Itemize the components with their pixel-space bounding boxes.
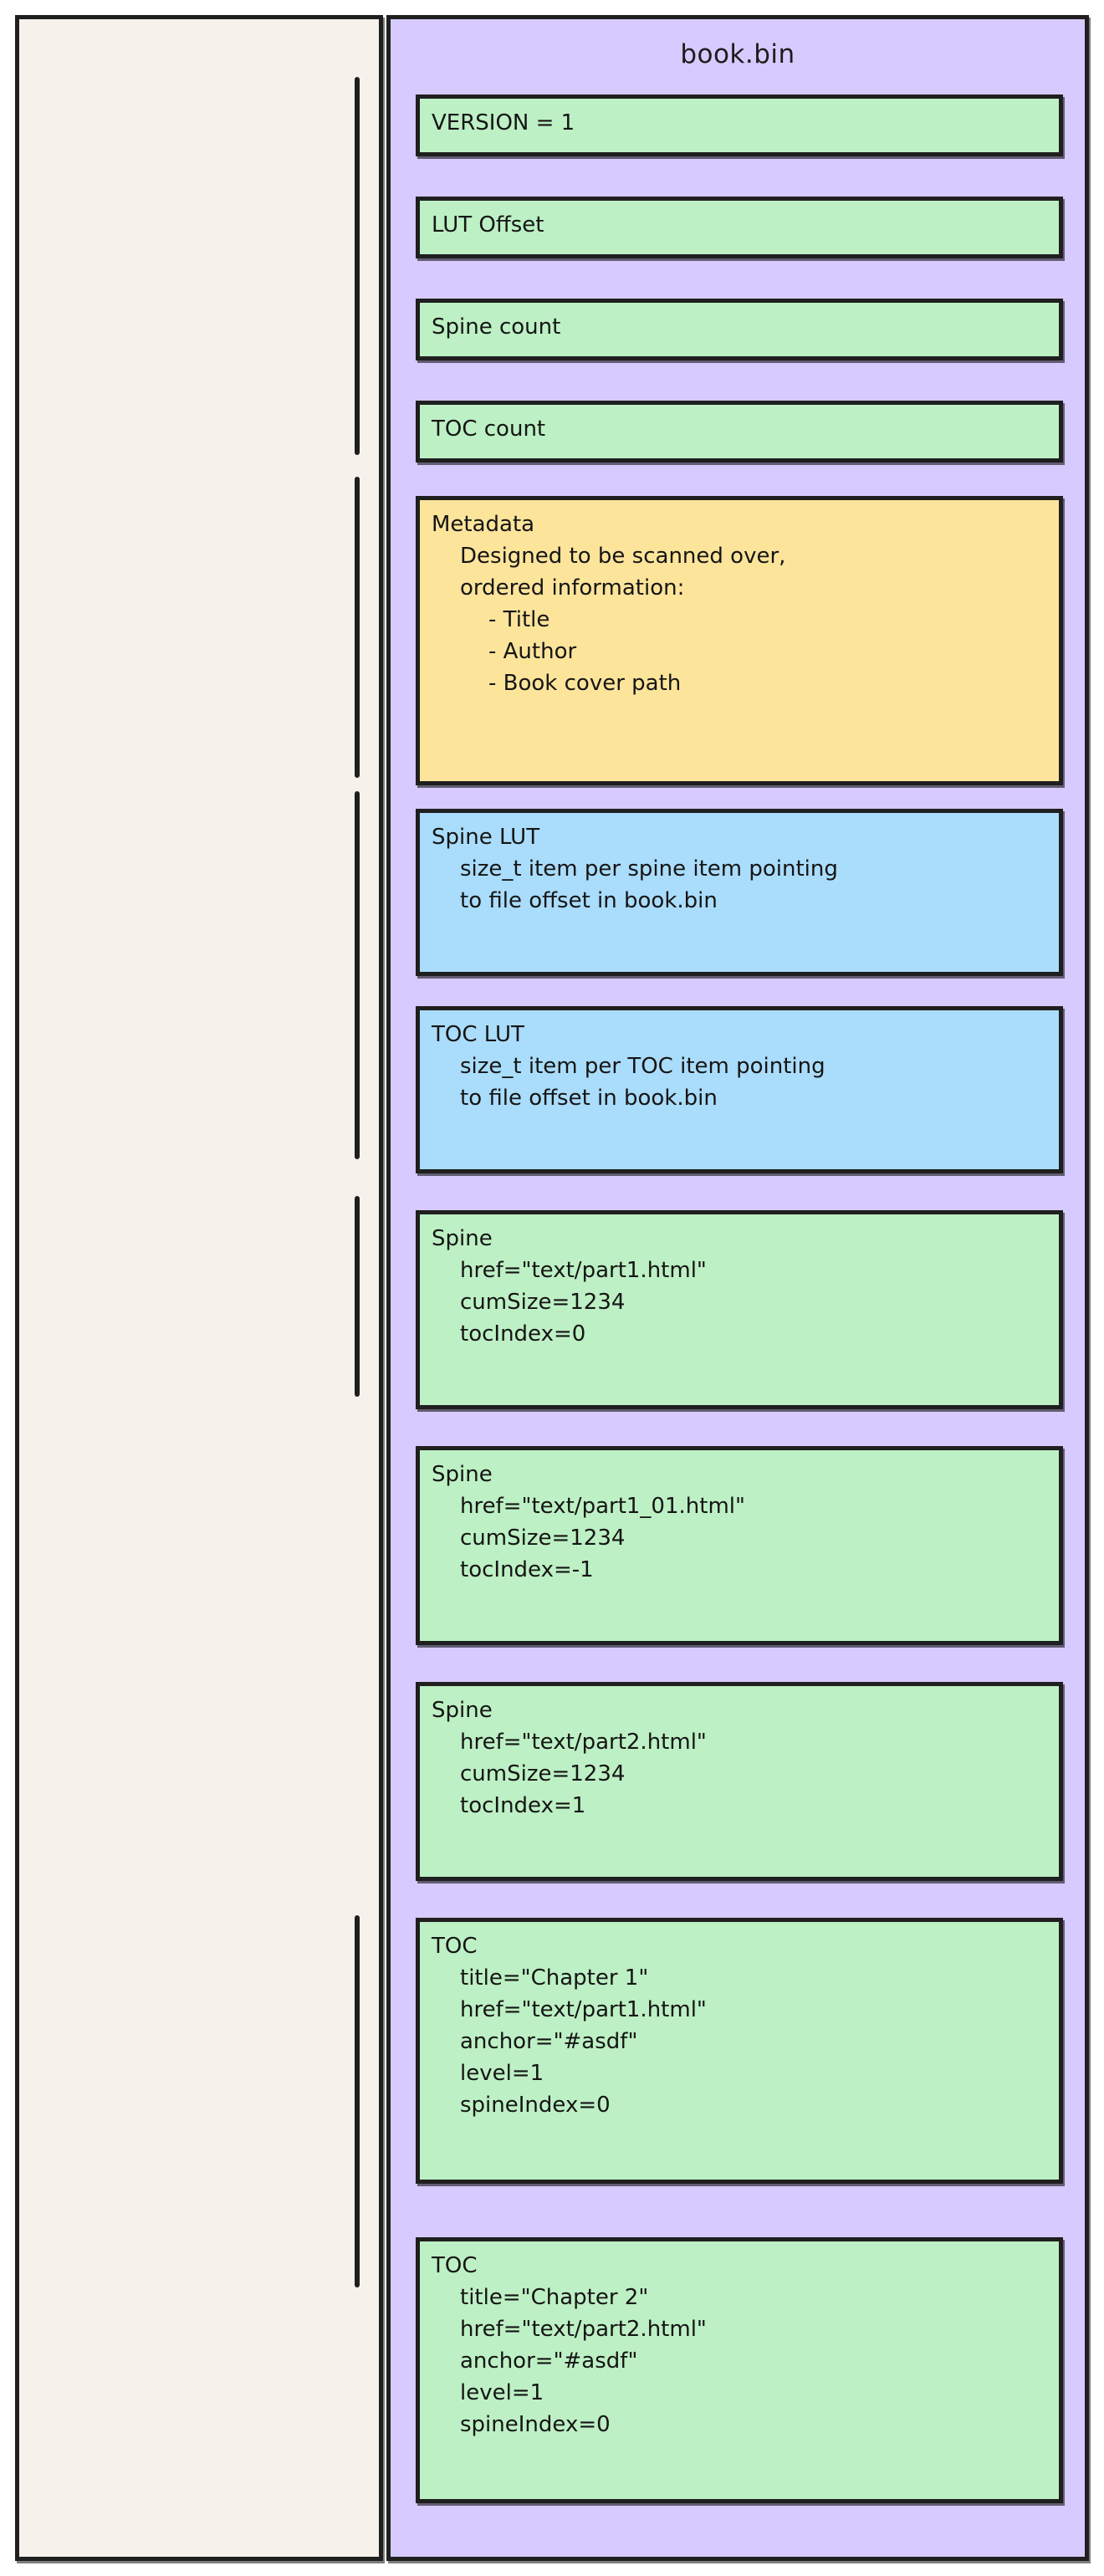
book-bin-panel: book.bin VERSION = 1 LUT Offset Spine co… [386,15,1089,2561]
section-toc-1-level: level=1 [460,2061,544,2086]
section-toc-count-head: TOC count [432,417,546,442]
section-toc-2[interactable]: TOC title="Chapter 2" href="text/part2.h… [416,2237,1063,2503]
section-toc-1-title: title="Chapter 1" [460,1965,649,1991]
section-metadata-line-2: ordered information: [460,575,685,601]
section-spine-lut-line-2: to file offset in book.bin [460,888,718,913]
section-lut-offset[interactable]: LUT Offset [416,197,1063,258]
section-spine-2-cumsize: cumSize=1234 [460,1526,626,1551]
section-toc-1[interactable]: TOC title="Chapter 1" href="text/part1.h… [416,1918,1063,2184]
section-spine-1-tocindex: tocIndex=0 [460,1321,586,1347]
section-metadata-bullet-author: - Author [488,639,577,664]
section-toc-lut[interactable]: TOC LUT size_t item per TOC item pointin… [416,1006,1063,1173]
annotation-panel [15,15,383,2561]
section-spine-2-tocindex: tocIndex=-1 [460,1557,594,1582]
section-version-head: VERSION = 1 [432,110,575,135]
section-metadata-head: Metadata [432,512,535,537]
bracket-variable-href [355,1196,360,1397]
section-spine-3-href: href="text/part2.html" [460,1730,707,1755]
section-spine-2[interactable]: Spine href="text/part1_01.html" cumSize=… [416,1446,1063,1645]
section-spine-lut-head: Spine LUT [432,825,540,850]
section-spine-3-tocindex: tocIndex=1 [460,1793,586,1818]
section-toc-2-href: href="text/part2.html" [460,2317,707,2342]
section-spine-1[interactable]: Spine href="text/part1.html" cumSize=123… [416,1210,1063,1409]
section-spine-1-cumsize: cumSize=1234 [460,1290,626,1315]
section-version[interactable]: VERSION = 1 [416,95,1063,156]
section-toc-lut-line-1: size_t item per TOC item pointing [460,1054,825,1079]
bracket-knowable-variable [355,791,360,1159]
section-spine-count-head: Spine count [432,314,561,340]
section-spine-lut-line-1: size_t item per spine item pointing [460,856,838,882]
section-spine-1-head: Spine [432,1226,493,1251]
section-toc-count[interactable]: TOC count [416,401,1063,463]
section-lut-offset-head: LUT Offset [432,212,544,238]
section-metadata-line-1: Designed to be scanned over, [460,544,786,569]
section-spine-3-cumsize: cumSize=1234 [460,1761,626,1786]
section-toc-1-anchor: anchor="#asdf" [460,2029,638,2054]
section-toc-2-head: TOC [432,2253,478,2278]
section-metadata-bullet-cover: - Book cover path [488,671,682,696]
section-metadata-bullet-title: - Title [488,607,550,632]
section-spine-1-href: href="text/part1.html" [460,1258,707,1283]
section-spine-3-head: Spine [432,1698,493,1723]
bracket-fixed-size [355,77,360,455]
section-spine-3[interactable]: Spine href="text/part2.html" cumSize=123… [416,1682,1063,1881]
section-toc-lut-line-2: to file offset in book.bin [460,1086,718,1111]
section-metadata[interactable]: Metadata Designed to be scanned over, or… [416,496,1063,785]
section-toc-2-anchor: anchor="#asdf" [460,2349,638,2374]
section-toc-2-title: title="Chapter 2" [460,2285,649,2310]
section-toc-2-level: level=1 [460,2380,544,2405]
section-toc-1-head: TOC [432,1934,478,1959]
page-title: book.bin [680,39,795,69]
bracket-variable-title-href [355,1915,360,2287]
section-toc-2-spineindex: spineIndex=0 [460,2412,611,2437]
section-toc-lut-head: TOC LUT [432,1022,524,1047]
section-spine-count[interactable]: Spine count [416,299,1063,360]
section-spine-2-href: href="text/part1_01.html" [460,1494,745,1519]
bracket-variable-fixed-start [355,477,360,778]
section-spine-lut[interactable]: Spine LUT size_t item per spine item poi… [416,809,1063,976]
section-toc-1-href: href="text/part1.html" [460,1997,707,2022]
section-toc-1-spineindex: spineIndex=0 [460,2093,611,2118]
section-spine-2-head: Spine [432,1462,493,1487]
